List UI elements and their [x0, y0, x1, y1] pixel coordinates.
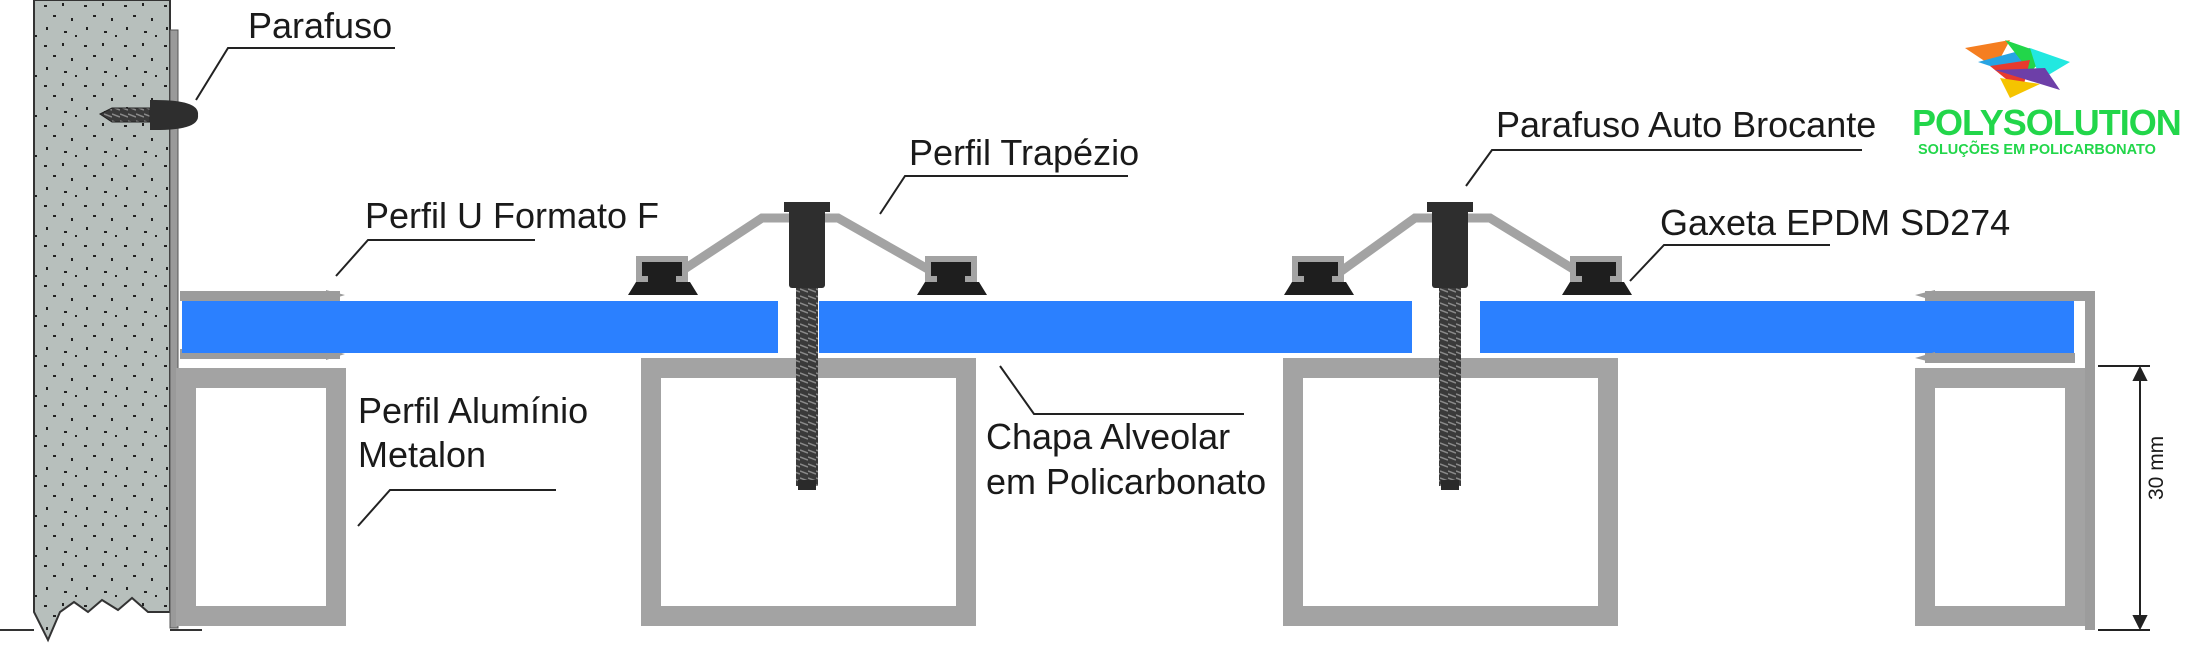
- wall-screw: [99, 99, 199, 131]
- perfil-u-right: [1925, 291, 2095, 630]
- dimension-label: 30 mm: [2145, 435, 2168, 500]
- dimension-30mm: [2098, 365, 2150, 631]
- label-parafuso: Parafuso: [248, 5, 393, 46]
- gasket-set-1: [628, 262, 987, 295]
- self-drilling-screw-1: [784, 202, 830, 490]
- leader-chapa: [999, 365, 1244, 415]
- polycarbonate-sheet-3: [1480, 301, 2074, 353]
- perfil-u-right-tip-top: [1915, 290, 1935, 301]
- perfil-u-left-tip-top: [326, 290, 345, 301]
- polycarbonate-sheets: [182, 301, 2074, 353]
- label-chapa-alveolar: Chapa Alveolar: [986, 416, 1231, 457]
- polycarbonate-sheet-2: [819, 301, 1412, 353]
- leader-perfil-trapezio: [879, 175, 1128, 215]
- label-parafuso-auto-brocante: Parafuso Auto Brocante: [1496, 104, 1877, 145]
- metalon-tube-1: [176, 368, 346, 626]
- metalon-tube-4: [1915, 368, 2085, 626]
- gasket-set-2: [1284, 262, 1632, 295]
- leader-perfil-aluminio: [357, 489, 556, 527]
- leader-perfil-u: [335, 239, 535, 277]
- logo-tagline: SOLUÇÕES EM POLICARBONATO: [1918, 142, 2156, 158]
- label-perfil-u-formato-f: Perfil U Formato F: [365, 195, 660, 236]
- wall-trim-strip: [169, 29, 179, 629]
- self-drilling-screw-2: [1427, 202, 1473, 490]
- leader-parafuso: [195, 47, 395, 101]
- leader-gaxeta: [1629, 244, 1830, 282]
- logo-name: POLYSOLUTION: [1912, 102, 2182, 143]
- polycarbonate-sheet-1: [182, 301, 778, 353]
- label-metalon: Metalon: [358, 434, 487, 475]
- leader-lines: [195, 47, 1862, 527]
- label-perfil-trapezio: Perfil Trapézio: [909, 132, 1140, 173]
- polysolution-logo-icon: [1965, 40, 2070, 98]
- label-gaxeta-epdm: Gaxeta EPDM SD274: [1660, 202, 2011, 243]
- label-em-policarbonato: em Policarbonato: [986, 461, 1267, 502]
- leader-parafuso-auto: [1465, 149, 1862, 187]
- perfil-u-right-tip-bottom: [1915, 352, 1935, 363]
- perfil-u-left: [180, 291, 340, 359]
- label-perfil-aluminio: Perfil Alumínio: [358, 390, 589, 431]
